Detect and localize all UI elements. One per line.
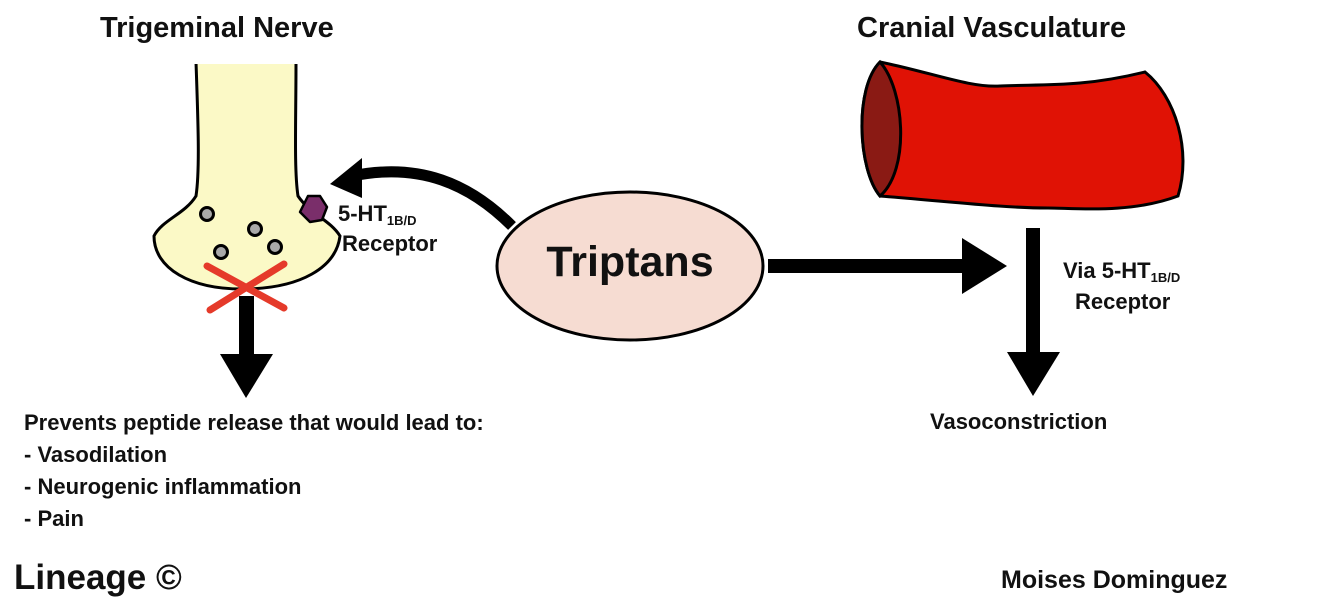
vessel-lumen (860, 59, 903, 199)
outcome-label: Vasoconstriction (930, 409, 1108, 434)
effects-list: Vasodilation Neurogenic inflammation Pai… (24, 439, 484, 535)
arrow-icon (220, 296, 273, 398)
effects-intro: Prevents peptide release that would lead… (24, 410, 484, 435)
block-x-icon (203, 260, 288, 314)
receptor-label-suffix: Receptor (342, 231, 438, 256)
nerve-top-mask (190, 55, 302, 64)
peptide-effects: Prevents peptide release that would lead… (24, 407, 484, 535)
nerve-terminal (152, 60, 342, 291)
list-item: Neurogenic inflammation (24, 471, 484, 503)
arrow-icon (768, 238, 1007, 294)
list-item: Pain (24, 503, 484, 535)
blood-vessel (860, 60, 1185, 211)
vesicle-icon (199, 206, 283, 260)
receptor-icon (298, 194, 329, 224)
author-credit: Moises Dominguez (1001, 566, 1228, 594)
arrow-icon (1007, 228, 1060, 396)
brand-credit: Lineage © (14, 558, 182, 597)
vasculature-title: Cranial Vasculature (857, 12, 1127, 44)
list-item: Vasodilation (24, 439, 484, 471)
receptor-label: 5-HT1B/D (338, 201, 417, 228)
triptans-label: Triptans (546, 238, 714, 286)
nerve-title: Trigeminal Nerve (100, 12, 334, 44)
via-receptor-label: Via 5-HT1B/D (1063, 258, 1181, 285)
via-receptor-suffix: Receptor (1075, 289, 1171, 314)
triptans-ellipse (495, 190, 765, 342)
arrow-icon (330, 158, 516, 230)
